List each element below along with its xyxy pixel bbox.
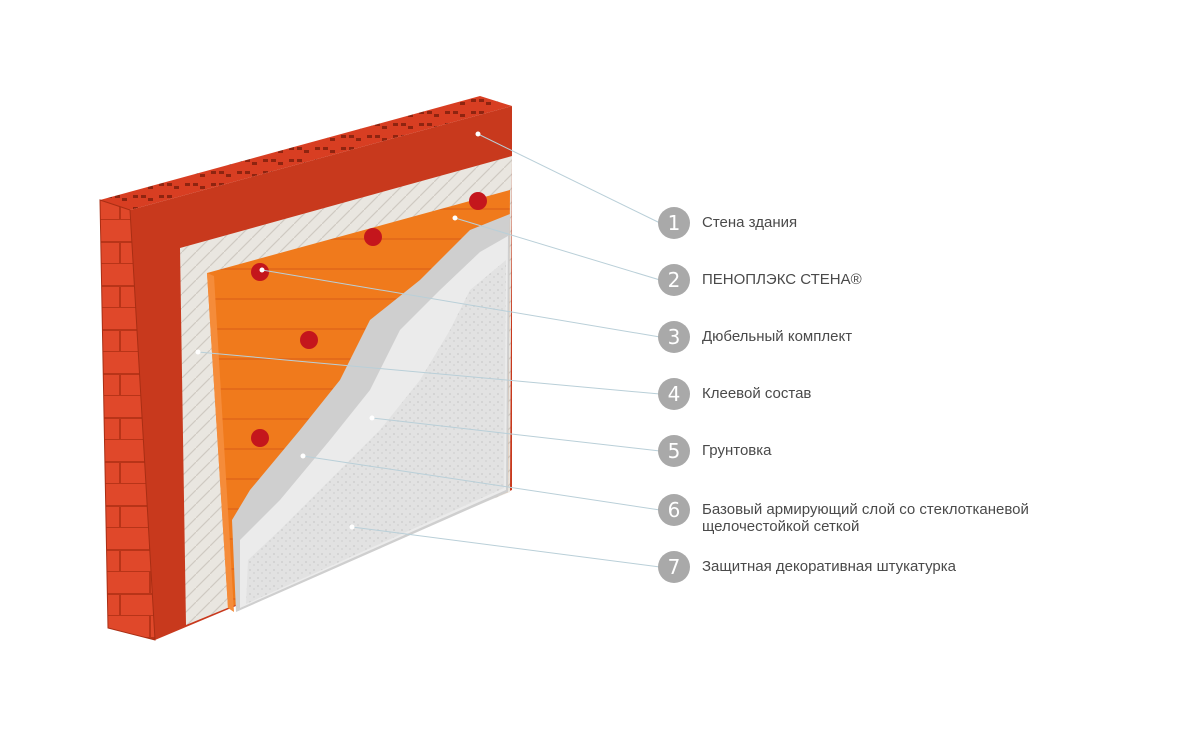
dowel-icon (251, 429, 269, 447)
legend-label: Клеевой состав (702, 385, 812, 402)
legend-label: Базовый армирующий слой со стеклотканево… (702, 501, 1029, 535)
legend-item-5: 5 Грунтовка (658, 435, 1082, 467)
legend-item-2: 2 ПЕНОПЛЭКС СТЕНА® (658, 264, 1082, 296)
dowel-icon (469, 192, 487, 210)
legend-number-badge: 3 (658, 321, 690, 353)
dowel-icon (251, 263, 269, 281)
legend-number-badge: 5 (658, 435, 690, 467)
legend-label: Защитная декоративная штукатурка (702, 558, 956, 575)
dowel-set (251, 192, 487, 447)
legend-number-badge: 4 (658, 378, 690, 410)
legend-item-3: 3 Дюбельный комплект (658, 321, 1082, 353)
legend-label: Стена здания (702, 214, 798, 231)
legend-number-badge: 6 (658, 494, 690, 526)
legend-number-badge: 7 (658, 551, 690, 583)
legend-item-7: 7 Защитная декоративная штукатурка (658, 551, 1082, 583)
dowel-icon (300, 331, 318, 349)
legend-item-1: 1 Стена здания (658, 207, 1082, 239)
legend-label: ПЕНОПЛЭКС СТЕНА® (702, 271, 862, 288)
legend-number-badge: 1 (658, 207, 690, 239)
legend-item-4: 4 Клеевой состав (658, 378, 1082, 410)
decorative-plaster (246, 260, 506, 604)
legend-label: Грунтовка (702, 442, 772, 459)
legend-item-6: 6 Базовый армирующий слой со стеклоткане… (658, 494, 1082, 535)
legend-number-badge: 2 (658, 264, 690, 296)
legend-label: Дюбельный комплект (702, 328, 853, 345)
leader-lines (197, 133, 661, 568)
leader-markers (195, 131, 481, 530)
dowel-icon (364, 228, 382, 246)
